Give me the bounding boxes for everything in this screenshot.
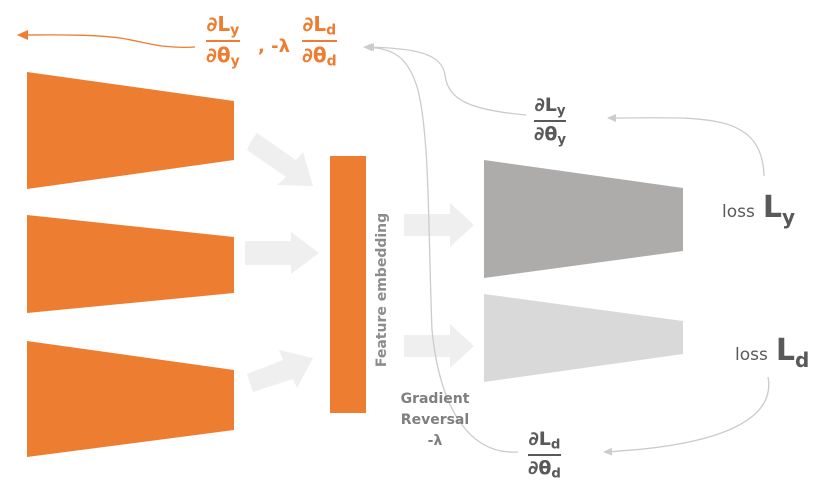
top-grad-d-numerator: ∂Ld xyxy=(302,12,337,39)
top-grad-y-fraction: ∂Ly ∂θy xyxy=(206,14,240,68)
flow-arrow-bottom xyxy=(247,350,313,392)
grad-y-numerator: ∂Ly xyxy=(534,94,566,119)
feature-embedding-label: Feature embedding xyxy=(374,212,390,368)
loss-y-subscript: y xyxy=(781,205,796,229)
feature-extractor-trapezoid-bottom xyxy=(27,341,234,457)
top-grad-y-numerator: ∂Ly xyxy=(206,12,240,39)
loss-d-subscript: d xyxy=(794,348,810,372)
feature-extractor-trapezoid-middle xyxy=(27,215,234,313)
loss-y-label: loss L y xyxy=(722,190,795,229)
top-grad-separator: , -λ xyxy=(258,36,290,57)
loss-d-word: loss xyxy=(735,345,768,365)
top-grad-d-denominator: ∂θd xyxy=(302,42,337,69)
fraction-bar xyxy=(534,119,567,122)
feedback-curve-loss-y xyxy=(607,113,765,177)
loss-d-symbol: L xyxy=(775,333,795,368)
fraction-bar xyxy=(206,39,240,42)
loss-d-label: loss L d xyxy=(735,333,809,372)
flow-arrow-middle xyxy=(245,232,319,274)
grad-y-fraction: ∂Ly ∂θy xyxy=(534,94,567,147)
feature-embedding-bar xyxy=(330,156,366,413)
grad-d-numerator: ∂Ld xyxy=(528,428,561,453)
gradient-reversal-line-2: Reversal xyxy=(400,412,470,428)
flow-arrow-top xyxy=(247,133,313,186)
domain-classifier-trapezoid xyxy=(484,294,683,382)
gradient-reversal-label: Gradient Reversal -λ xyxy=(389,389,481,452)
feedback-curve-loss-d xyxy=(603,376,770,456)
label-predictor-trapezoid xyxy=(484,160,683,278)
grad-y-denominator: ∂θy xyxy=(534,122,567,147)
top-grad-y-denominator: ∂θy xyxy=(206,42,240,69)
flow-arrow-to-label-predictor xyxy=(404,203,474,247)
top-gradient-arrow xyxy=(17,29,196,48)
grad-d-denominator: ∂θd xyxy=(528,456,561,481)
grad-d-fraction: ∂Ld ∂θd xyxy=(528,430,561,480)
gradient-reversal-curve xyxy=(363,43,519,453)
loss-y-word: loss xyxy=(722,202,755,222)
gradient-reversal-line-1: Gradient xyxy=(400,391,470,407)
fraction-bar xyxy=(302,39,337,42)
gradient-reversal-lambda: -λ xyxy=(427,433,443,449)
feedback-curve-grad-y-to-top xyxy=(365,43,527,116)
fraction-bar xyxy=(528,453,561,456)
top-grad-d-fraction: ∂Ld ∂θd xyxy=(302,14,337,68)
flow-arrow-to-domain-classifier xyxy=(404,324,474,368)
feature-extractor-trapezoid-top xyxy=(27,72,234,189)
loss-y-symbol: L xyxy=(762,190,782,225)
